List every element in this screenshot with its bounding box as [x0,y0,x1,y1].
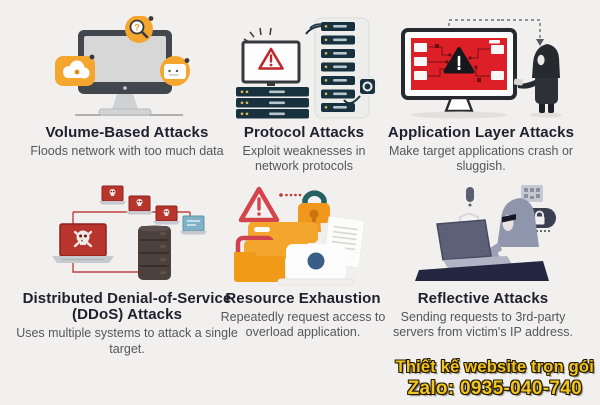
alert-monitor-icon [241,27,301,86]
desk-icon [415,261,549,281]
infected-laptop-icon [152,205,180,225]
browser-window-badge-icon [160,56,190,86]
card-reflective-attacks: Reflective Attacks Sending requests to 3… [383,182,583,341]
attacker-laptop-icon [51,223,114,263]
card-title: Distributed Denial-of-Service (DDoS) Att… [22,290,232,324]
card-application-layer-attacks: Application Layer Attacks Make target ap… [382,16,580,175]
laptop-icon [277,244,355,286]
card-description: Uses multiple systems to attack a single… [16,326,238,356]
dotted-link [279,193,302,197]
red-screen-with-hacker-icon [400,19,562,119]
search-alert-badge-icon: ? [125,16,154,43]
warning-triangle-icon [238,186,280,223]
server-rack-warning-icon [236,17,377,119]
card-title: Resource Exhaustion [225,290,381,307]
card-description: Exploit weaknesses in network protocols [242,144,366,174]
card-description: Make target applications crash or sluggi… [388,144,574,174]
card-resource-exhaustion: Resource Exhaustion Repeatedly request a… [213,182,393,341]
pixel-grid-icon [521,185,543,202]
desktop-monitor-icon [78,30,172,116]
footer-slogan: Thiết kế website trọn gói [395,358,594,376]
svg-text:?: ? [134,23,140,33]
card-volume-based-attacks: ? [20,16,234,159]
card-title: Reflective Attacks [417,290,549,307]
card-title: Protocol Attacks [243,124,365,141]
card-description: Repeatedly request access to overload ap… [220,310,386,340]
target-server-icon [137,225,171,280]
infected-monitor-icon [400,28,517,119]
server-tower-icon [305,17,377,119]
dashed-route-lines [447,19,541,40]
card-description: Floods network with too much data [30,144,224,159]
footer-zalo-number: Zalo: 0935-040-740 [407,378,582,399]
folder-icon [234,252,285,282]
card-description: Sending requests to 3rd-party servers fr… [393,310,573,340]
hooded-hacker-laptop-icon [415,185,556,281]
rack-servers-icon [236,87,309,119]
monitor-with-alert-badges-icon: ? [55,16,190,116]
botnet-laptops-server-icon [51,185,207,280]
infected-laptop-icon [125,195,153,215]
cloud-badge-icon [55,54,95,86]
infected-laptop-icon [98,185,126,205]
footer-advert: Thiết kế website trọn gói Zalo: 0935-040… [396,358,594,400]
warning-triangle-icon [258,47,284,70]
card-title: Volume-Based Attacks [45,124,209,141]
skull-icon [76,230,89,244]
card-protocol-attacks: Protocol Attacks Exploit weaknesses in n… [222,16,386,175]
hacker-figure-icon [513,44,562,118]
exclamation-badge-icon [466,187,474,207]
card-ddos-attacks: Distributed Denial-of-Service (DDoS) Att… [10,182,244,357]
card-title: Application Layer Attacks [387,124,575,141]
lock-folder-warning-icon [234,186,366,286]
victim-laptop-icon [179,215,207,235]
